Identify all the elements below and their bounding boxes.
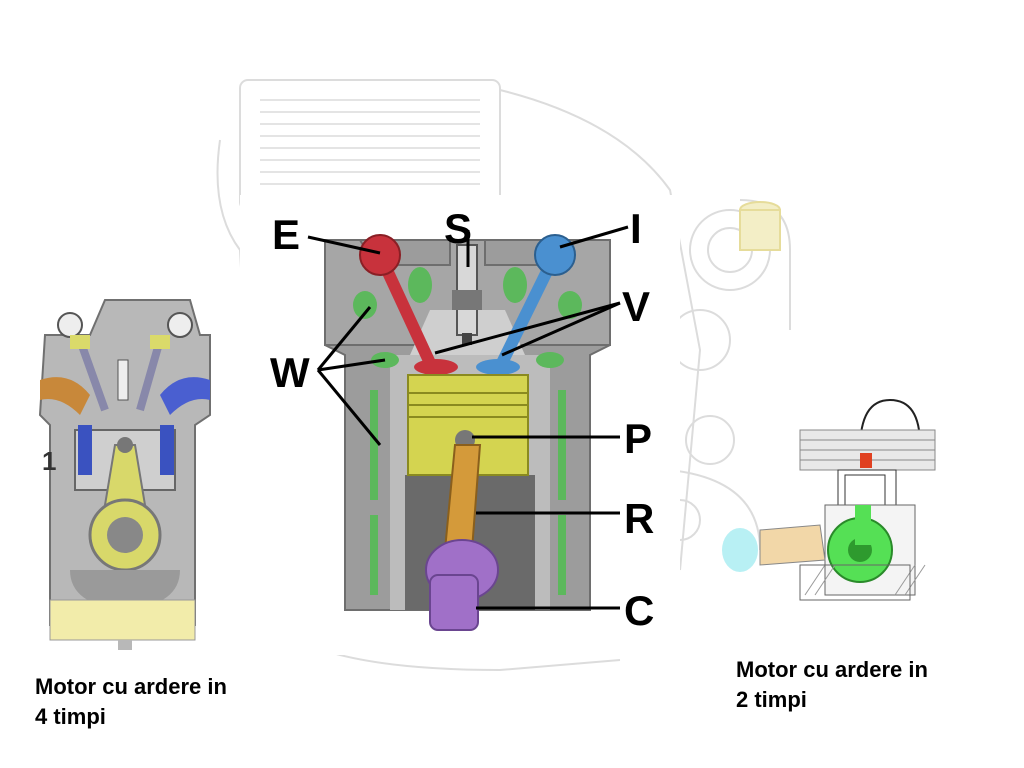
callout-water-jacket: W bbox=[270, 349, 310, 396]
callout-spark-plug: S bbox=[444, 205, 473, 252]
caption-four-stroke-line2: 4 timpi bbox=[35, 704, 106, 729]
caption-four-stroke-line1: Motor cu ardere in bbox=[35, 674, 227, 699]
engine-number-label: 1 bbox=[42, 446, 57, 476]
water-jacket bbox=[353, 267, 582, 595]
callout-connecting-rod: R bbox=[624, 495, 655, 542]
crankshaft bbox=[425, 539, 499, 631]
callout-intake: I bbox=[630, 205, 642, 252]
caption-two-stroke: Motor cu ardere in 2 timpi bbox=[736, 655, 928, 715]
caption-four-stroke: Motor cu ardere in 4 timpi bbox=[35, 672, 227, 732]
four-stroke-engine-illustration bbox=[38, 299, 211, 650]
caption-two-stroke-line1: Motor cu ardere in bbox=[736, 657, 928, 682]
callout-piston: P bbox=[624, 415, 653, 462]
engine-cylinder-cutaway bbox=[240, 195, 680, 655]
callout-valves: V bbox=[622, 283, 651, 330]
two-stroke-engine-illustration bbox=[722, 398, 936, 601]
exhaust-valve bbox=[359, 234, 458, 375]
callout-crankshaft: C bbox=[624, 587, 655, 634]
caption-two-stroke-line2: 2 timpi bbox=[736, 687, 807, 712]
callout-exhaust: E bbox=[272, 211, 301, 258]
spark-plug bbox=[452, 244, 482, 345]
